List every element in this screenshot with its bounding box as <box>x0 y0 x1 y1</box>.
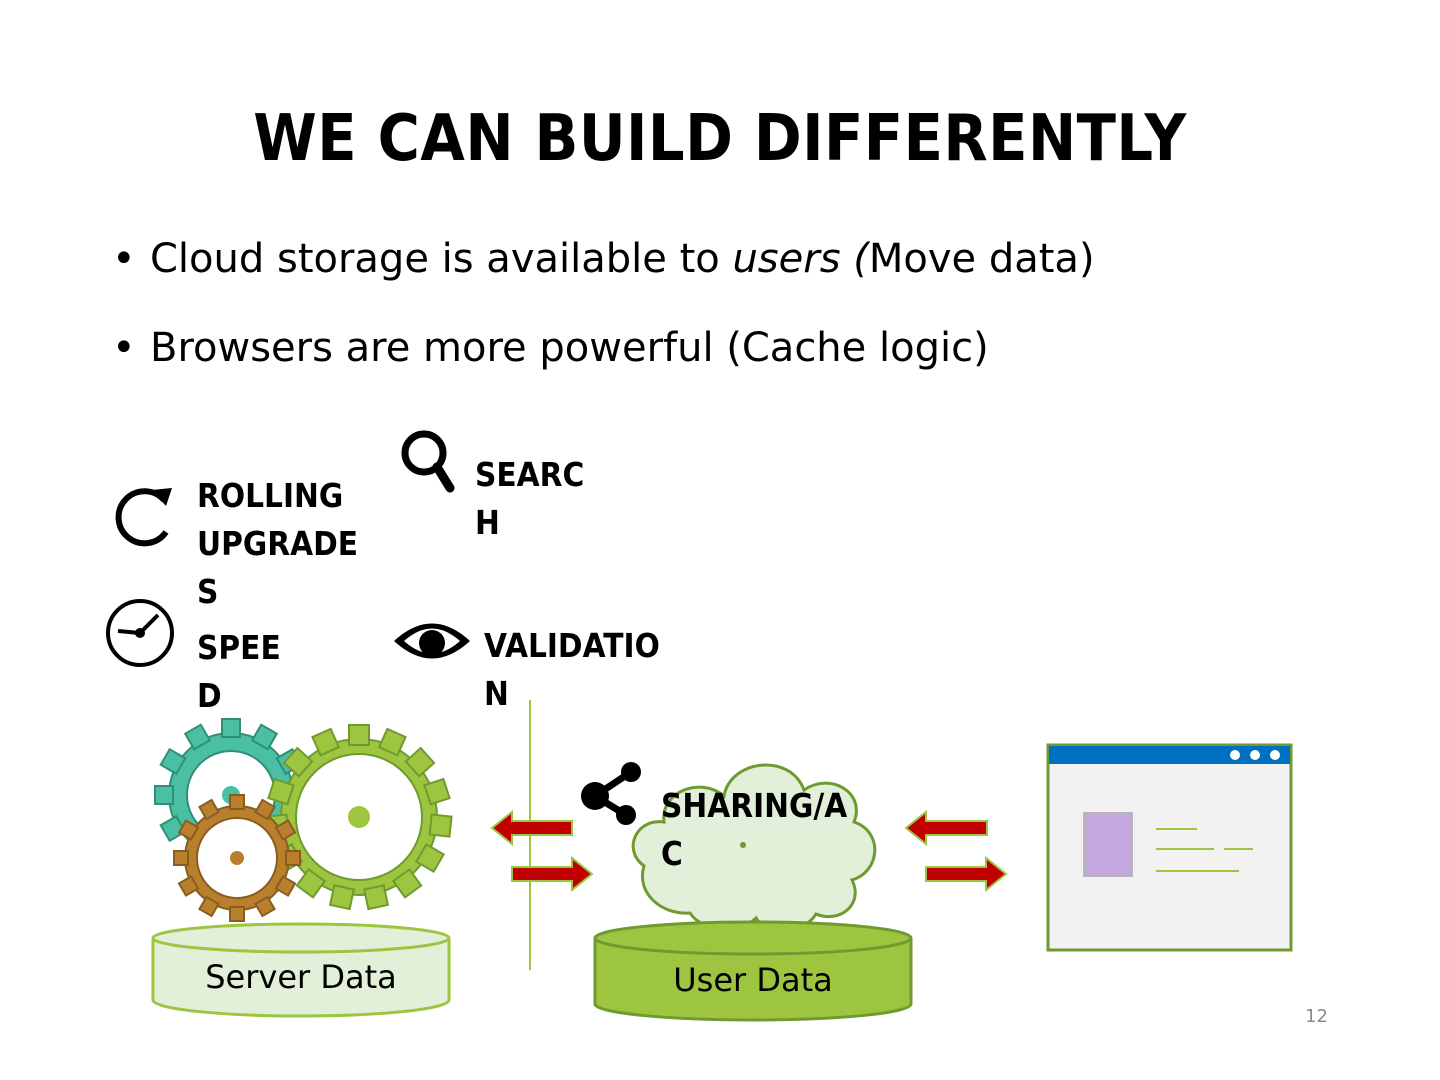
bullet-text: Cloud storage is available to <box>150 236 733 282</box>
search-label: SEARC H <box>475 455 585 542</box>
browser-arrows <box>904 809 1008 893</box>
user-data-cylinder <box>593 920 913 1022</box>
eye-icon <box>394 623 470 659</box>
page-number: 12 <box>1305 1006 1328 1027</box>
browser-window-icon <box>1046 743 1293 952</box>
bullet-text: Browsers are more powerful (Cache logic) <box>150 325 989 371</box>
speedometer-icon <box>106 599 174 667</box>
bullet-cloud-storage: • Cloud storage is available to users (Mo… <box>112 236 1095 282</box>
bullet-browsers: • Browsers are more powerful (Cache logic… <box>112 325 989 371</box>
magnifier-icon <box>401 430 455 493</box>
server-data-label: Server Data <box>205 958 397 996</box>
sharing-label: SHARING/A C <box>661 786 848 873</box>
speed-label: SPEE D <box>197 628 281 715</box>
server-data-cylinder <box>151 922 451 1018</box>
validation-label: VALIDATIO N <box>484 626 660 713</box>
bullet-emphasis: users ( <box>732 236 869 282</box>
bullet-dot: • <box>112 236 136 282</box>
refresh-icon <box>115 488 172 547</box>
server-arrows <box>490 809 594 893</box>
rolling-upgrades-label: ROLLING UPGRADE S <box>197 476 359 611</box>
gear-group-icon <box>154 718 453 922</box>
bullet-text-end: Move data) <box>868 236 1095 282</box>
user-data-label: User Data <box>673 961 833 999</box>
bullet-dot: • <box>112 325 136 371</box>
share-icon <box>581 762 641 825</box>
slide-title: WE CAN BUILD DIFFERENTLY <box>253 102 1187 176</box>
